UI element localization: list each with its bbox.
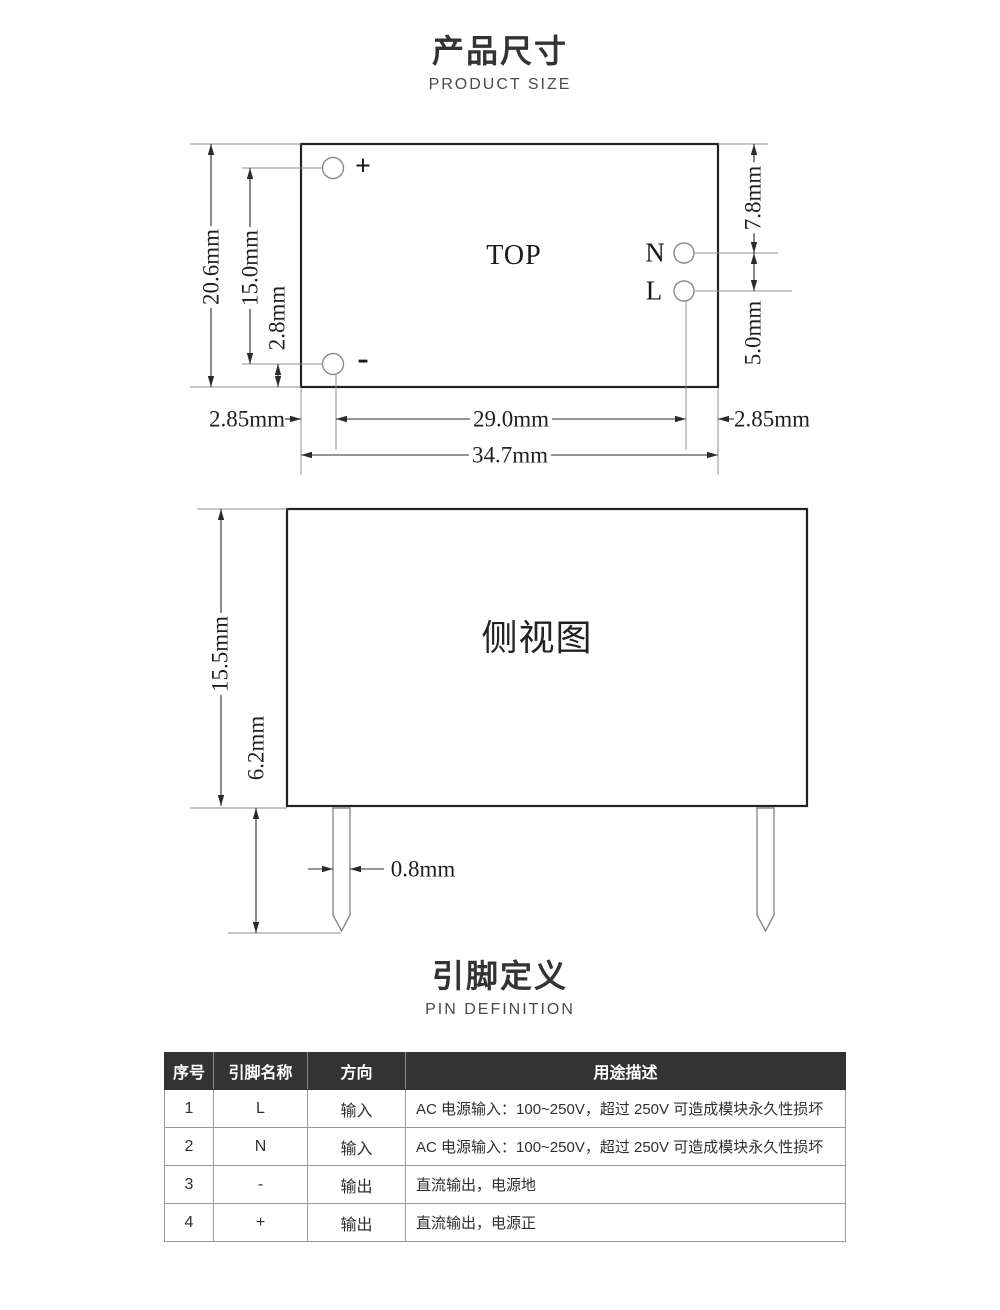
dim-label-total-width: 34.7mm: [468, 443, 552, 467]
side-view-label: 侧视图: [481, 618, 593, 658]
col-header-no: 序号: [164, 1052, 214, 1090]
cell-description: 直流输出，电源地: [405, 1165, 846, 1204]
cell-direction: 输入: [307, 1127, 406, 1166]
cell-pin-name: L: [213, 1089, 308, 1128]
dim-label-pin-span-horizontal: 29.0mm: [469, 407, 553, 431]
top-view-label: TOP: [486, 240, 542, 271]
pin-definition-subtitle: PIN DEFINITION: [425, 1001, 575, 1018]
dim-label-pin-length: 6.2mm: [243, 715, 269, 781]
side-view-drawing: [190, 507, 809, 934]
dim-label-pin-width: 0.8mm: [390, 856, 456, 882]
pin-hole-plus: [321, 156, 345, 180]
cell-pin-name: -: [213, 1165, 308, 1204]
dim-label-right-margin: 2.85mm: [733, 406, 811, 432]
dim-label-n-l-pitch: 5.0mm: [740, 300, 766, 366]
table-row: 2 N 输入 AC 电源输入：100~250V，超过 250V 可造成模块永久性…: [164, 1127, 846, 1166]
page-subtitle: PRODUCT SIZE: [428, 76, 572, 93]
cell-no: 4: [164, 1203, 214, 1242]
pin-hole-l: [673, 280, 695, 302]
pin-label-plus: +: [355, 151, 371, 182]
dim-label-pin-span-vertical: 15.0mm: [236, 226, 264, 310]
cell-no: 1: [164, 1089, 214, 1128]
table-header-row: 序号 引脚名称 方向 用途描述: [164, 1052, 846, 1090]
pin-hole-minus: [321, 352, 345, 376]
col-header-description: 用途描述: [405, 1052, 846, 1090]
table-row: 4 + 输出 直流输出，电源正: [164, 1203, 846, 1242]
cell-pin-name: +: [213, 1203, 308, 1242]
top-view-drawing: [190, 142, 792, 475]
pin-label-n: N: [645, 237, 665, 268]
col-header-direction: 方向: [307, 1052, 406, 1090]
cell-direction: 输出: [307, 1203, 406, 1242]
dim-label-pin-bottom-offset: 2.8mm: [264, 285, 290, 351]
pin-hole-n: [673, 242, 695, 264]
cell-no: 3: [164, 1165, 214, 1204]
cell-pin-name: N: [213, 1127, 308, 1166]
cell-description: AC 电源输入：100~250V，超过 250V 可造成模块永久性损坏: [405, 1089, 846, 1128]
pin-label-minus: -: [357, 340, 369, 377]
top-view-outline: [299, 142, 720, 389]
side-view-outline: [285, 507, 809, 808]
cell-no: 2: [164, 1127, 214, 1166]
pin-definition-table: 序号 引脚名称 方向 用途描述 1 L 输入 AC 电源输入：100~250V，…: [164, 1052, 846, 1242]
dim-label-left-margin: 2.85mm: [208, 406, 286, 432]
dim-label-n-top-offset: 7.8mm: [739, 162, 767, 234]
pin-label-l: L: [645, 275, 663, 306]
cell-direction: 输出: [307, 1165, 406, 1204]
table-row: 1 L 输入 AC 电源输入：100~250V，超过 250V 可造成模块永久性…: [164, 1089, 846, 1128]
pin-definition-title: 引脚定义: [431, 958, 568, 994]
side-pin-left: [332, 807, 351, 933]
dim-label-total-height: 20.6mm: [197, 225, 225, 309]
side-pin-right: [756, 807, 775, 933]
dim-label-body-height: 15.5mm: [206, 612, 234, 696]
page-title: 产品尺寸: [431, 33, 568, 69]
cell-description: 直流输出，电源正: [405, 1203, 846, 1242]
cell-direction: 输入: [307, 1089, 406, 1128]
table-row: 3 - 输出 直流输出，电源地: [164, 1165, 846, 1204]
col-header-pin-name: 引脚名称: [213, 1052, 308, 1090]
cell-description: AC 电源输入：100~250V，超过 250V 可造成模块永久性损坏: [405, 1127, 846, 1166]
